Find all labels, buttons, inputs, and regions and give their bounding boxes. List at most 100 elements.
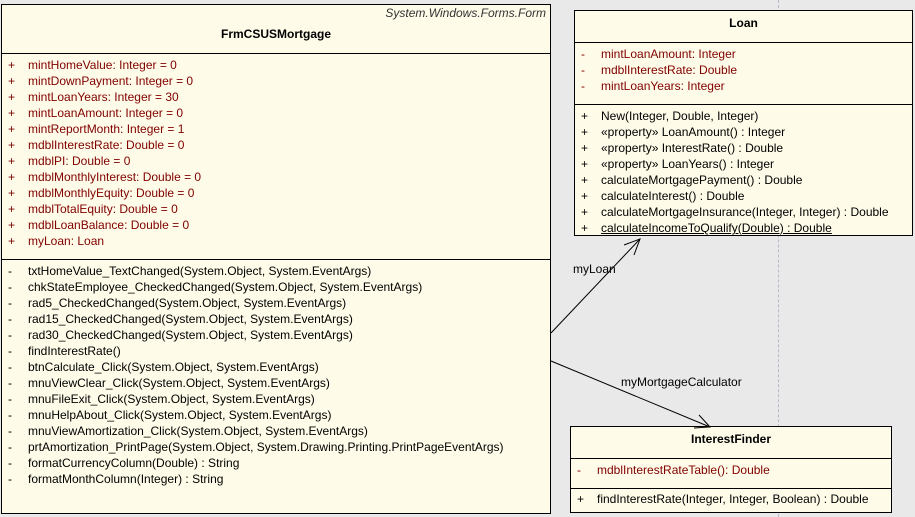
- visibility-marker: +: [581, 125, 589, 139]
- attribute-row[interactable]: +mintLoanYears: Integer = 30: [2, 89, 550, 105]
- operation-row[interactable]: -txtHomeValue_TextChanged(System.Object,…: [2, 263, 550, 279]
- attribute-row[interactable]: +mdblMonthlyInterest: Double = 0: [2, 169, 550, 185]
- visibility-marker: +: [581, 141, 589, 155]
- operation-row[interactable]: + «property» LoanYears() : Integer: [575, 156, 912, 172]
- operation-row[interactable]: -rad30_CheckedChanged(System.Object, Sys…: [2, 327, 550, 343]
- attribute-row[interactable]: -mdblInterestRateTable(): Double: [571, 462, 891, 478]
- attribute-text: mdblLoanBalance: Double = 0: [28, 218, 190, 232]
- operation-row[interactable]: -formatMonthColumn(Integer) : String: [2, 471, 550, 487]
- operation-row[interactable]: +calculateMortgageInsurance(Integer, Int…: [575, 204, 912, 220]
- association-mymortgagecalculator[interactable]: [550, 360, 712, 429]
- operation-text: «property» LoanAmount() : Integer: [601, 125, 786, 139]
- operation-row[interactable]: - mnuViewClear_Click(System.Object, Syste…: [2, 375, 550, 391]
- attribute-text: mdblInterestRate: Double = 0: [28, 138, 185, 152]
- attribute-row[interactable]: +mdblLoanBalance: Double = 0: [2, 217, 550, 233]
- visibility-marker: -: [581, 47, 585, 61]
- operations-section: + New(Integer, Double, Integer) + «property…: [575, 105, 912, 236]
- attribute-row[interactable]: + mintHomeValue: Integer = 0: [2, 57, 550, 73]
- attribute-row[interactable]: +mintReportMonth: Integer = 1: [2, 121, 550, 137]
- attribute-text: mdblInterestRate: Double: [601, 63, 738, 77]
- operation-text: mnuViewClear_Click(System.Object, System…: [28, 376, 330, 390]
- operation-row[interactable]: - chkStateEmployee_CheckedChanged(System.…: [2, 279, 550, 295]
- attribute-row[interactable]: +mintDownPayment: Integer = 0: [2, 73, 550, 89]
- visibility-marker: +: [8, 90, 16, 104]
- operations-section: -txtHomeValue_TextChanged(System.Object,…: [2, 260, 550, 487]
- class-header: Loan: [575, 11, 912, 43]
- operation-row[interactable]: - mnuViewAmortization_Click(System.Object…: [2, 423, 550, 439]
- attribute-text: mintLoanAmount: Integer = 0: [28, 106, 184, 120]
- attribute-text: mintLoanAmount: Integer: [601, 47, 736, 61]
- visibility-marker: +: [581, 157, 589, 171]
- operation-row[interactable]: -mnuHelpAbout_Click(System.Object, Syste…: [2, 407, 550, 423]
- class-frmcsusmortgage[interactable]: System.Windows.Forms.Form FrmCSUSMortgag…: [1, 4, 551, 514]
- class-interestfinder[interactable]: InterestFinder -mdblInterestRateTable():…: [570, 426, 892, 513]
- operation-row[interactable]: -findInterestRate(): [2, 343, 550, 359]
- attribute-text: mdblInterestRateTable(): Double: [597, 463, 770, 477]
- attribute-text: mdblPI: Double = 0: [28, 154, 131, 168]
- operation-text: calculateInterest() : Double: [601, 189, 745, 203]
- operation-text: New(Integer, Double, Integer): [601, 109, 759, 123]
- operation-row[interactable]: + calculateInterest() : Double: [575, 188, 912, 204]
- visibility-marker: -: [8, 296, 12, 310]
- operation-text: mnuHelpAbout_Click(System.Object, System…: [28, 408, 332, 422]
- operation-text: btnCalculate_Click(System.Object, System…: [28, 360, 319, 374]
- operation-row[interactable]: -mnuFileExit_Click(System.Object, System…: [2, 391, 550, 407]
- attributes-section: + mintHomeValue: Integer = 0+mintDownPaym…: [2, 54, 550, 260]
- visibility-marker: +: [8, 154, 16, 168]
- operation-row[interactable]: +calculateIncomeToQualify(Double) : Doub…: [575, 220, 912, 236]
- visibility-marker: -: [8, 456, 12, 470]
- visibility-marker: +: [8, 138, 16, 152]
- attribute-text: mintHomeValue: Integer = 0: [28, 58, 177, 72]
- operation-row[interactable]: -prtAmortization_PrintPage(System.Object…: [2, 439, 550, 455]
- visibility-marker: -: [8, 376, 12, 390]
- attribute-row[interactable]: +mdblTotalEquity: Double = 0: [2, 201, 550, 217]
- operation-text: chkStateEmployee_CheckedChanged(System.O…: [28, 280, 423, 294]
- visibility-marker: +: [581, 189, 589, 203]
- attribute-row[interactable]: +myLoan: Loan: [2, 233, 550, 249]
- class-header: InterestFinder: [571, 427, 891, 459]
- visibility-marker: +: [581, 221, 589, 235]
- attribute-row[interactable]: - mintLoanAmount: Integer: [575, 46, 912, 62]
- operation-text: mnuViewAmortization_Click(System.Object,…: [28, 424, 368, 438]
- attribute-row[interactable]: - mdblInterestRate: Double: [575, 62, 912, 78]
- operation-text: formatMonthColumn(Integer) : String: [28, 472, 224, 486]
- attribute-text: mdblMonthlyEquity: Double = 0: [28, 186, 195, 200]
- visibility-marker: +: [581, 109, 589, 123]
- class-header: System.Windows.Forms.Form FrmCSUSMortgag…: [2, 5, 550, 54]
- association-myloan[interactable]: [550, 238, 641, 334]
- attribute-row[interactable]: +mdblMonthlyEquity: Double = 0: [2, 185, 550, 201]
- operation-text: «property» LoanYears() : Integer: [601, 157, 774, 171]
- attribute-row[interactable]: + mdblPI: Double = 0: [2, 153, 550, 169]
- attribute-row[interactable]: + mdblInterestRate: Double = 0: [2, 137, 550, 153]
- visibility-marker: -: [8, 424, 12, 438]
- operation-row[interactable]: + «property» LoanAmount() : Integer: [575, 124, 912, 140]
- visibility-marker: -: [8, 392, 12, 406]
- operation-row[interactable]: -rad15_CheckedChanged(System.Object, Sys…: [2, 311, 550, 327]
- operation-row[interactable]: + calculateMortgagePayment() : Double: [575, 172, 912, 188]
- attribute-row[interactable]: +mintLoanAmount: Integer = 0: [2, 105, 550, 121]
- operation-row[interactable]: -btnCalculate_Click(System.Object, Syste…: [2, 359, 550, 375]
- visibility-marker: +: [8, 170, 16, 184]
- association-label-myloan: myLoan: [573, 262, 616, 276]
- operation-row[interactable]: -rad5_CheckedChanged(System.Object, Syst…: [2, 295, 550, 311]
- operation-row[interactable]: +findInterestRate(Integer, Integer, Bool…: [571, 491, 891, 507]
- class-name: Loan: [729, 16, 758, 30]
- visibility-marker: +: [581, 205, 589, 219]
- attribute-text: mintReportMonth: Integer = 1: [28, 122, 185, 136]
- class-loan[interactable]: Loan - mintLoanAmount: Integer - mdblIntere…: [574, 10, 913, 236]
- operation-row[interactable]: -formatCurrencyColumn(Double) : String: [2, 455, 550, 471]
- visibility-marker: +: [8, 58, 16, 72]
- visibility-marker: -: [581, 63, 585, 77]
- visibility-marker: -: [8, 280, 12, 294]
- visibility-marker: +: [581, 173, 589, 187]
- operation-text: «property» InterestRate() : Double: [601, 141, 784, 155]
- stereotype-label: System.Windows.Forms.Form: [385, 6, 546, 20]
- operation-text: calculateMortgagePayment() : Double: [601, 173, 803, 187]
- operation-text: prtAmortization_PrintPage(System.Object,…: [28, 440, 504, 454]
- attribute-row[interactable]: -mintLoanYears: Integer: [575, 78, 912, 94]
- visibility-marker: -: [8, 264, 12, 278]
- operation-row[interactable]: + New(Integer, Double, Integer): [575, 108, 912, 124]
- class-name: FrmCSUSMortgage: [220, 27, 331, 41]
- operation-row[interactable]: + «property» InterestRate() : Double: [575, 140, 912, 156]
- lifeline-dashed: [778, 0, 779, 517]
